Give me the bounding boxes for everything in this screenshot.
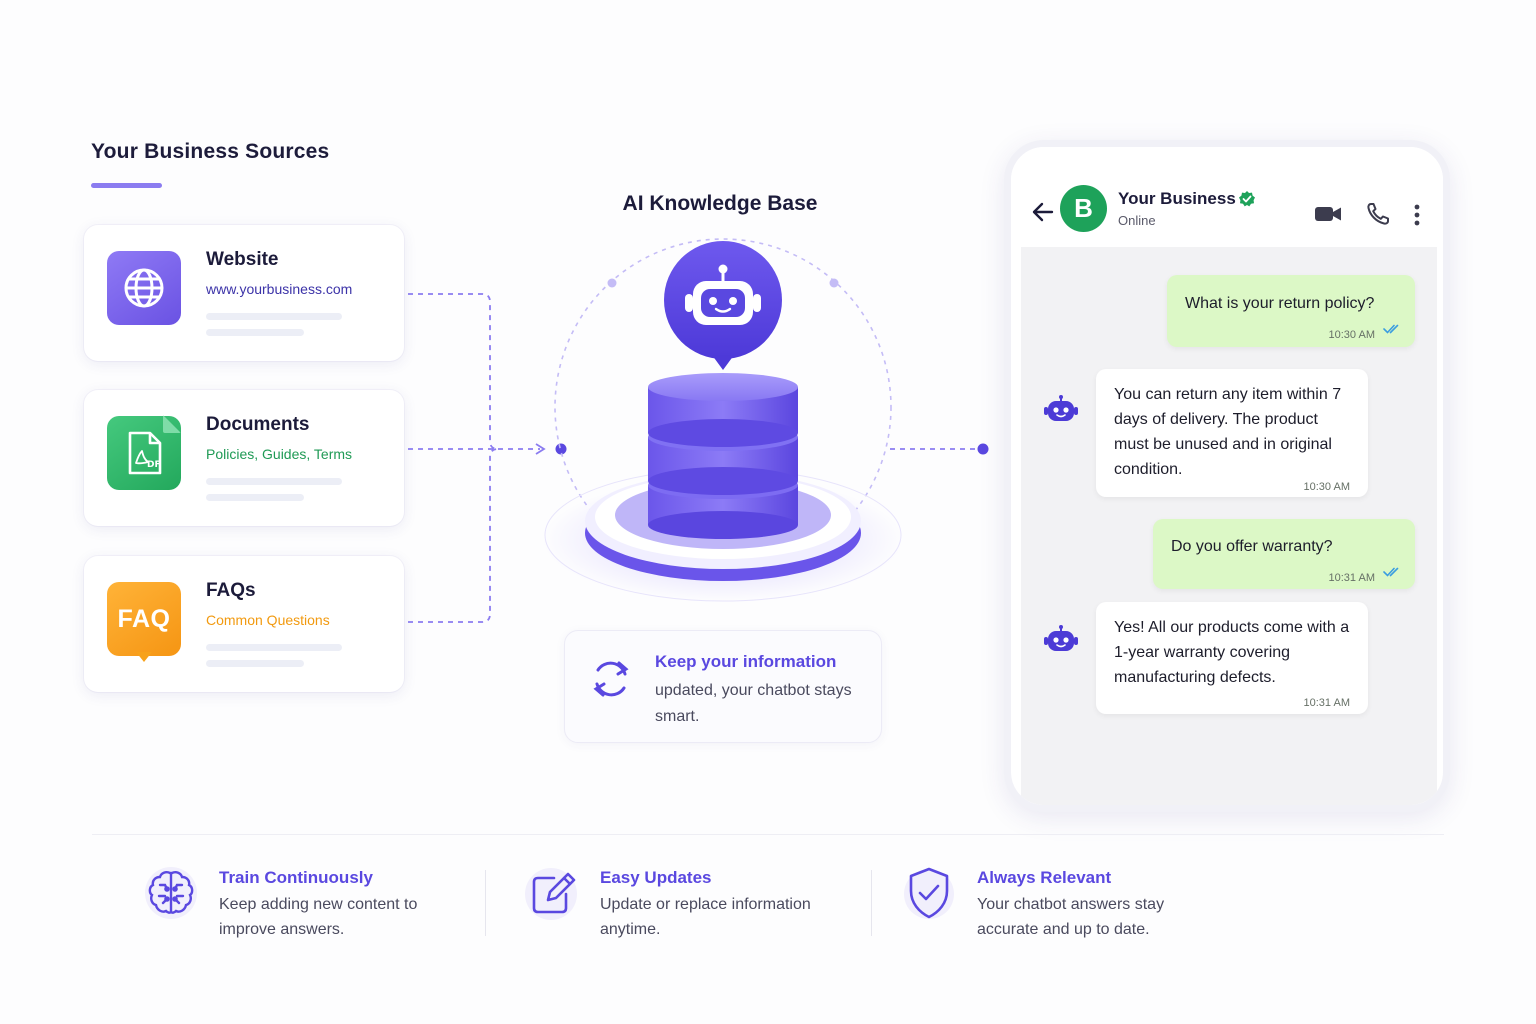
phone-mockup: B Your Business Online What is your retu… — [1004, 140, 1450, 812]
feature-description: Update or replace information anytime. — [600, 896, 811, 938]
knowledge-base-title: AI Knowledge Base — [622, 192, 818, 215]
update-note-headline: Keep your information — [655, 652, 837, 671]
faq-icon-text: FAQ — [117, 604, 171, 633]
source-title: Website — [206, 249, 279, 270]
bot-avatar-icon — [1044, 395, 1078, 421]
message-text: You can return any item within 7 days of… — [1114, 386, 1342, 478]
placeholder-line — [206, 494, 304, 501]
feature-divider — [871, 870, 872, 936]
message-outgoing: Do you offer warranty? 10:31 AM — [1153, 519, 1415, 589]
feature-title: Always Relevant — [977, 868, 1112, 887]
double-check-icon — [1383, 324, 1399, 334]
globe-icon — [107, 251, 181, 325]
message-text: Do you offer warranty? — [1171, 538, 1333, 555]
source-title: FAQs — [206, 580, 256, 601]
source-card-website[interactable]: Website www.yourbusiness.com — [84, 225, 404, 361]
phone-icon[interactable] — [1366, 202, 1390, 226]
message-text: Yes! All our products come with a 1-year… — [1114, 619, 1350, 686]
message-incoming: You can return any item within 7 days of… — [1096, 369, 1368, 497]
double-check-icon — [1383, 567, 1399, 577]
message-text: What is your return policy? — [1185, 295, 1375, 312]
message-time: 10:30 AM — [1328, 329, 1375, 341]
bot-avatar-icon — [1044, 625, 1078, 651]
business-status: Online — [1118, 213, 1156, 228]
svg-text:DF: DF — [147, 460, 161, 470]
source-subtitle: www.yourbusiness.com — [206, 281, 353, 297]
chat-area[interactable]: What is your return policy? 10:30 AM You… — [1021, 247, 1437, 805]
brain-icon — [145, 867, 197, 919]
faq-bubble-tail — [136, 652, 152, 662]
section-divider — [92, 834, 1444, 835]
robot-icon — [685, 264, 761, 325]
faq-bubble-icon: FAQ — [107, 582, 181, 656]
source-subtitle: Policies, Guides, Terms — [206, 446, 353, 462]
placeholder-line — [206, 644, 342, 651]
more-vertical-icon[interactable] — [1414, 204, 1420, 226]
sources-title-underline — [91, 183, 162, 188]
placeholder-line — [206, 660, 304, 667]
business-avatar[interactable]: B — [1060, 185, 1107, 232]
source-subtitle: Common Questions — [206, 612, 330, 628]
placeholder-line — [206, 329, 304, 336]
database-illustration — [543, 238, 903, 602]
verified-badge-icon — [1239, 191, 1255, 207]
update-note-card: Keep your information updated, your chat… — [564, 630, 882, 743]
feature-description: Your chatbot answers stay accurate and u… — [977, 896, 1165, 938]
message-time: 10:31 AM — [1328, 572, 1375, 584]
feature-title: Train Continuously — [219, 868, 373, 887]
source-card-documents[interactable]: DF Documents Policies, Guides, Terms — [84, 390, 404, 526]
placeholder-line — [206, 478, 342, 485]
feature-description: Keep adding new content to improve answe… — [219, 896, 418, 938]
back-arrow-icon[interactable] — [1031, 201, 1055, 223]
source-title: Documents — [206, 414, 310, 435]
business-name: Your Business — [1118, 189, 1236, 208]
shield-check-icon — [904, 867, 954, 919]
message-time: 10:30 AM — [1303, 481, 1350, 493]
message-outgoing: What is your return policy? 10:30 AM — [1167, 275, 1415, 347]
edit-icon — [525, 868, 577, 920]
update-note-body: updated, your chatbot stays smart. — [655, 682, 852, 725]
sources-title: Your Business Sources — [91, 140, 330, 163]
feature-divider — [485, 870, 486, 936]
refresh-icon — [593, 661, 629, 697]
message-incoming: Yes! All our products come with a 1-year… — [1096, 602, 1368, 714]
placeholder-line — [206, 313, 342, 320]
message-time: 10:31 AM — [1303, 697, 1350, 709]
feature-title: Easy Updates — [600, 868, 712, 887]
chat-header: B Your Business Online — [1011, 147, 1443, 247]
video-call-icon[interactable] — [1314, 205, 1342, 223]
source-card-faqs[interactable]: FAQ FAQs Common Questions — [84, 556, 404, 692]
